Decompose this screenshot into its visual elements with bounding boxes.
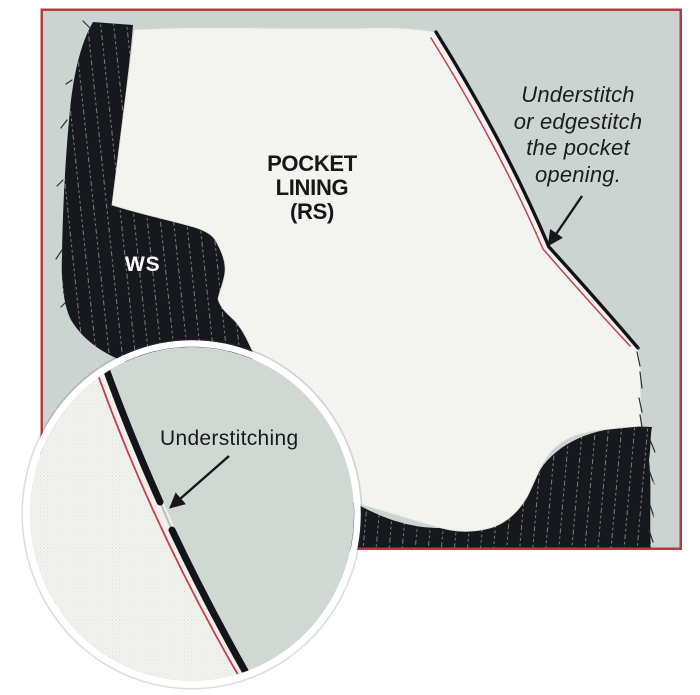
inset-arrow	[169, 455, 230, 509]
pocket-lining-label-line: (RS)	[289, 199, 334, 224]
understitching-label: Understitching	[160, 427, 299, 450]
understitch-note-line: the pocket	[526, 135, 630, 160]
pocket-lining-label-line: LINING	[275, 175, 349, 200]
inset-understitching-line	[90, 354, 242, 681]
fray-threads-light	[652, 444, 658, 526]
pocket-lining-label: POCKET LINING (RS)	[267, 152, 357, 224]
understitch-seam-line	[430, 37, 631, 347]
garment-fabric-left	[61, 22, 257, 374]
understitch-note: Understitch or edgestitch the pocket ope…	[514, 82, 643, 188]
understitch-note-line: or edgestitch	[513, 108, 643, 134]
inset-ring	[23, 340, 361, 688]
fray-threads-left	[55, 20, 91, 308]
pocket-lining-label-line: POCKET	[267, 151, 357, 176]
note-arrow	[547, 195, 583, 247]
magnifier-inset	[21, 338, 363, 690]
garment-fabric-bottom-right	[350, 426, 652, 548]
photo-border	[40, 8, 682, 550]
understitch-note-line: Understitch	[521, 82, 635, 107]
inset-ring-shadow	[21, 338, 363, 690]
fray-threads-right	[636, 351, 656, 543]
inset-seam-crease	[159, 501, 173, 531]
understitch-note-line: opening.	[534, 161, 622, 187]
pocket-opening-edge	[434, 30, 640, 350]
wrong-side-label: WS	[125, 253, 161, 276]
inset-seam-edge-lower	[168, 526, 253, 681]
